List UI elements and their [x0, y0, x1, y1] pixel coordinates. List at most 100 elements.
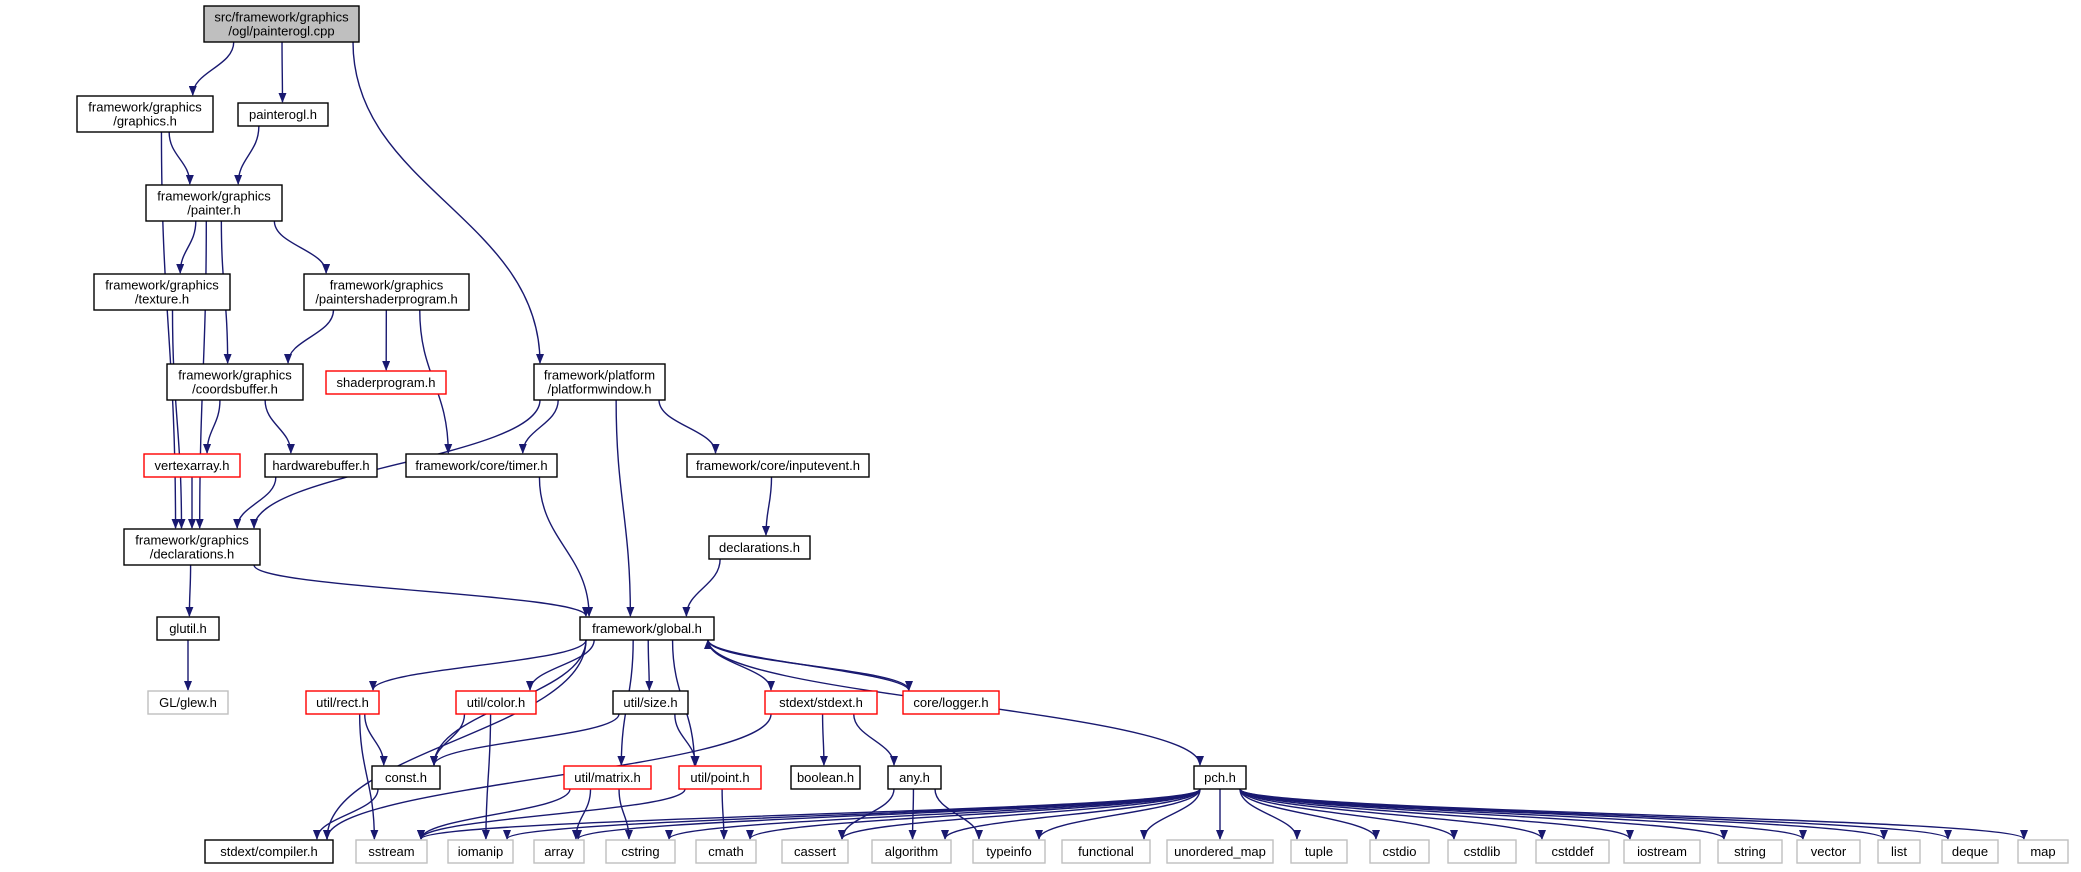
- node-box[interactable]: [1877, 839, 1921, 864]
- node-box[interactable]: [695, 839, 757, 864]
- node-vertexarray_h[interactable]: vertexarray.h: [143, 453, 241, 478]
- node-cstddef[interactable]: cstddef: [1535, 839, 1610, 864]
- node-box[interactable]: [156, 616, 220, 641]
- node-box[interactable]: [93, 273, 231, 311]
- node-box[interactable]: [612, 690, 689, 715]
- node-boolean_h[interactable]: boolean.h: [790, 765, 861, 790]
- node-color_h[interactable]: util/color.h: [455, 690, 537, 715]
- node-box[interactable]: [533, 839, 585, 864]
- node-logger_h[interactable]: core/logger.h: [902, 690, 1000, 715]
- node-coordsbuffer_h[interactable]: framework/graphics/coordsbuffer.h: [166, 363, 304, 401]
- node-array[interactable]: array: [533, 839, 585, 864]
- node-texture_h[interactable]: framework/graphics/texture.h: [93, 273, 231, 311]
- node-graphics_h[interactable]: framework/graphics/graphics.h: [76, 95, 214, 133]
- node-box[interactable]: [147, 690, 229, 715]
- node-tuple[interactable]: tuple: [1290, 839, 1348, 864]
- node-painterogl_h[interactable]: painterogl.h: [237, 102, 329, 127]
- node-box[interactable]: [1941, 839, 1999, 864]
- node-box[interactable]: [355, 839, 428, 864]
- node-box[interactable]: [1061, 839, 1151, 864]
- node-cmath[interactable]: cmath: [695, 839, 757, 864]
- node-box[interactable]: [123, 528, 261, 566]
- node-compiler_h[interactable]: stdext/compiler.h: [204, 839, 334, 864]
- node-algorithm[interactable]: algorithm: [871, 839, 952, 864]
- node-box[interactable]: [1623, 839, 1701, 864]
- node-box[interactable]: [972, 839, 1046, 864]
- node-map[interactable]: map: [2017, 839, 2069, 864]
- node-unordered_map[interactable]: unordered_map: [1166, 839, 1274, 864]
- node-platformwindow_h[interactable]: framework/platform/platformwindow.h: [533, 363, 666, 401]
- node-declarations_gfx_h[interactable]: framework/graphics/declarations.h: [123, 528, 261, 566]
- node-cstdlib[interactable]: cstdlib: [1447, 839, 1517, 864]
- node-glew_h[interactable]: GL/glew.h: [147, 690, 229, 715]
- node-hardwarebuffer_h[interactable]: hardwarebuffer.h: [264, 453, 378, 478]
- node-shaderprogram_h[interactable]: shaderprogram.h: [325, 370, 447, 395]
- node-box[interactable]: [264, 453, 378, 478]
- node-box[interactable]: [605, 839, 676, 864]
- node-box[interactable]: [145, 184, 283, 222]
- node-size_h[interactable]: util/size.h: [612, 690, 689, 715]
- node-box[interactable]: [166, 363, 304, 401]
- node-box[interactable]: [371, 765, 441, 790]
- node-list[interactable]: list: [1877, 839, 1921, 864]
- node-box[interactable]: [455, 690, 537, 715]
- node-box[interactable]: [2017, 839, 2069, 864]
- node-box[interactable]: [764, 690, 878, 715]
- node-box[interactable]: [1447, 839, 1517, 864]
- node-const_h[interactable]: const.h: [371, 765, 441, 790]
- node-declarations_h[interactable]: declarations.h: [708, 535, 811, 560]
- node-inputevent_h[interactable]: framework/core/inputevent.h: [686, 453, 870, 478]
- node-box[interactable]: [237, 102, 329, 127]
- node-functional[interactable]: functional: [1061, 839, 1151, 864]
- node-box[interactable]: [887, 765, 942, 790]
- node-box[interactable]: [708, 535, 811, 560]
- node-box[interactable]: [678, 765, 762, 790]
- node-box[interactable]: [790, 765, 861, 790]
- node-string[interactable]: string: [1717, 839, 1783, 864]
- node-matrix_h[interactable]: util/matrix.h: [563, 765, 652, 790]
- node-box[interactable]: [303, 273, 470, 311]
- node-any_h[interactable]: any.h: [887, 765, 942, 790]
- node-paintershaderprogram_h[interactable]: framework/graphics/paintershaderprogram.…: [303, 273, 470, 311]
- node-box[interactable]: [1166, 839, 1274, 864]
- node-box[interactable]: [579, 616, 715, 641]
- node-box[interactable]: [143, 453, 241, 478]
- node-deque[interactable]: deque: [1941, 839, 1999, 864]
- node-iomanip[interactable]: iomanip: [447, 839, 514, 864]
- node-pch_h[interactable]: pch.h: [1193, 765, 1247, 790]
- node-box[interactable]: [563, 765, 652, 790]
- node-box[interactable]: [781, 839, 849, 864]
- node-box[interactable]: [1535, 839, 1610, 864]
- node-box[interactable]: [405, 453, 558, 478]
- node-box[interactable]: [1369, 839, 1430, 864]
- node-box[interactable]: [305, 690, 380, 715]
- node-glutil_h[interactable]: glutil.h: [156, 616, 220, 641]
- node-timer_h[interactable]: framework/core/timer.h: [405, 453, 558, 478]
- node-painter_h[interactable]: framework/graphics/painter.h: [145, 184, 283, 222]
- node-box[interactable]: [76, 95, 214, 133]
- node-box[interactable]: [1796, 839, 1861, 864]
- node-box[interactable]: [902, 690, 1000, 715]
- node-box[interactable]: [204, 839, 334, 864]
- node-cassert[interactable]: cassert: [781, 839, 849, 864]
- node-box[interactable]: [686, 453, 870, 478]
- node-box[interactable]: [203, 5, 360, 43]
- node-typeinfo[interactable]: typeinfo: [972, 839, 1046, 864]
- node-box[interactable]: [533, 363, 666, 401]
- node-cstring[interactable]: cstring: [605, 839, 676, 864]
- node-box[interactable]: [871, 839, 952, 864]
- node-cstdio[interactable]: cstdio: [1369, 839, 1430, 864]
- node-stdext_h[interactable]: stdext/stdext.h: [764, 690, 878, 715]
- node-point_h[interactable]: util/point.h: [678, 765, 762, 790]
- node-rect_h[interactable]: util/rect.h: [305, 690, 380, 715]
- node-box[interactable]: [447, 839, 514, 864]
- node-vector[interactable]: vector: [1796, 839, 1861, 864]
- node-box[interactable]: [325, 370, 447, 395]
- node-box[interactable]: [1290, 839, 1348, 864]
- node-box[interactable]: [1193, 765, 1247, 790]
- node-painterogl_cpp[interactable]: src/framework/graphics/ogl/painterogl.cp…: [203, 5, 360, 43]
- node-iostream[interactable]: iostream: [1623, 839, 1701, 864]
- node-box[interactable]: [1717, 839, 1783, 864]
- node-sstream[interactable]: sstream: [355, 839, 428, 864]
- node-global_h[interactable]: framework/global.h: [579, 616, 715, 641]
